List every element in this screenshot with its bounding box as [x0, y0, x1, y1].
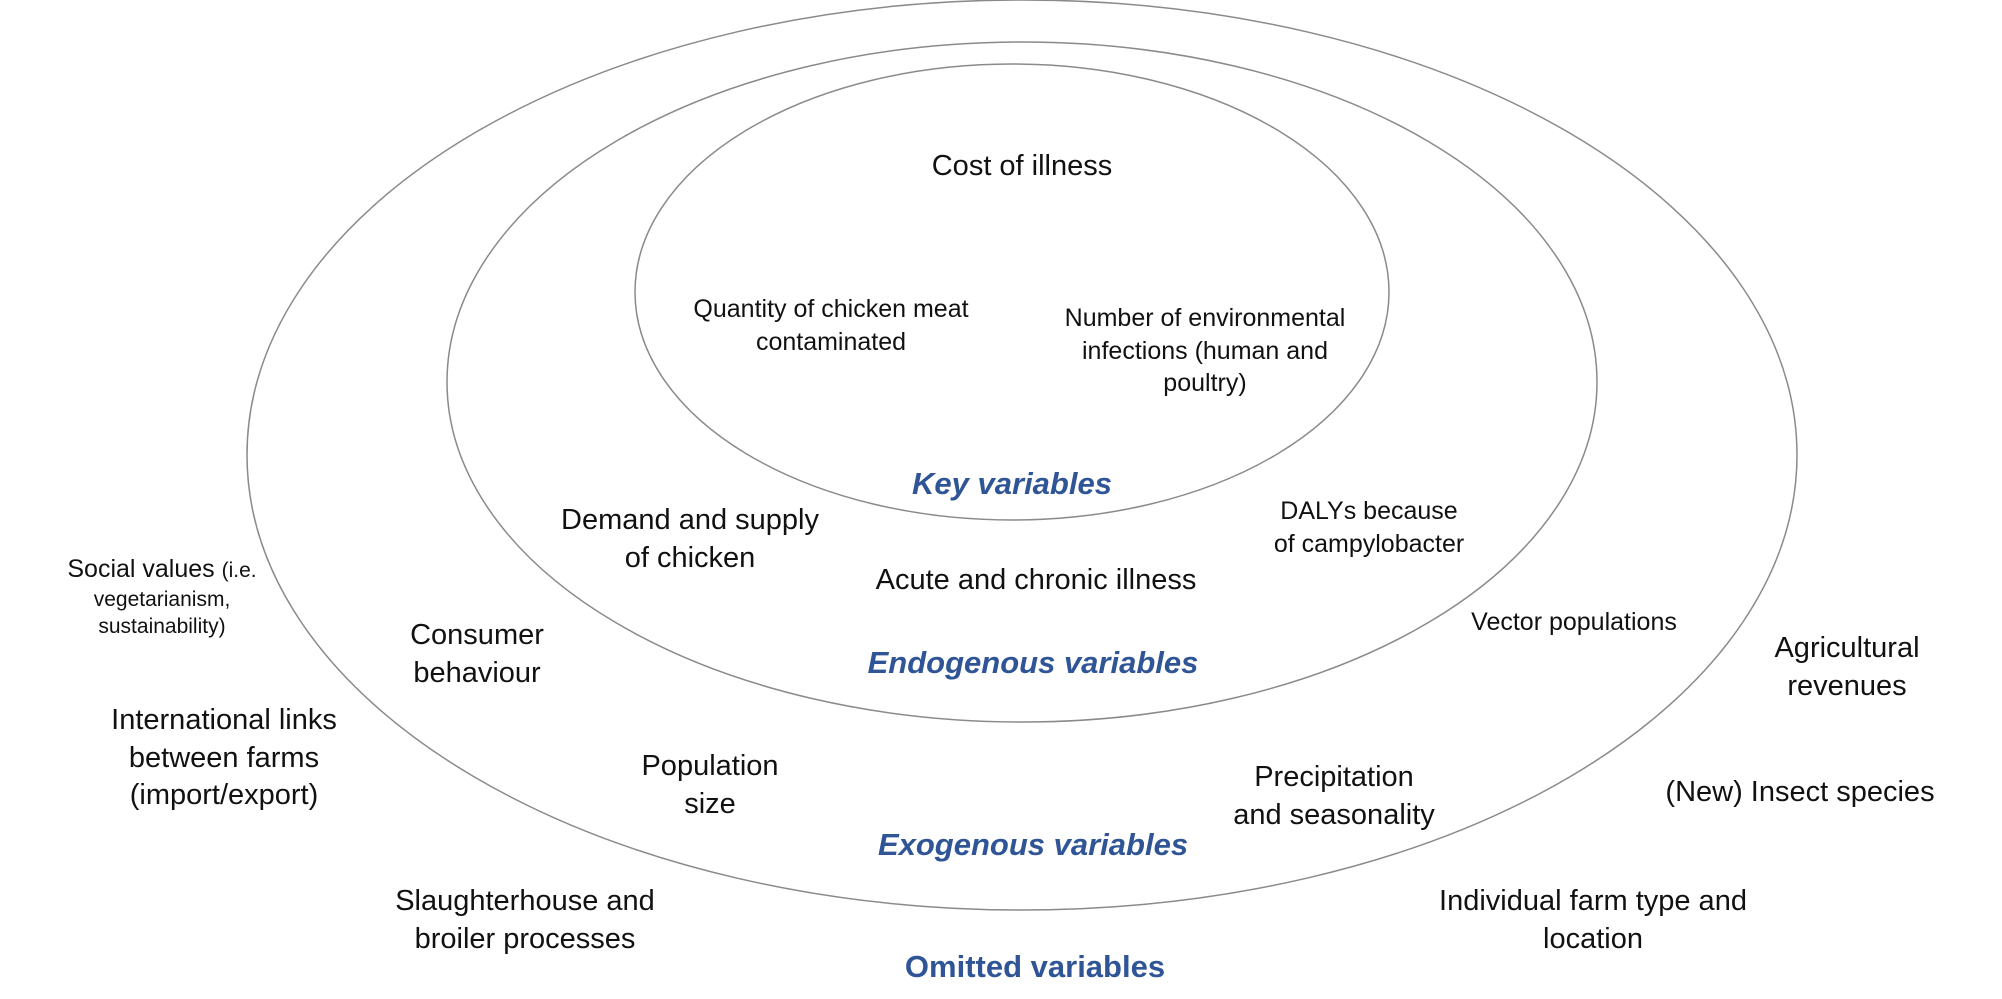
social-values-label: Social values (i.e. vegetarianism, susta…	[67, 555, 257, 638]
endogenous-variables-label: Endogenous variables	[867, 645, 1199, 680]
acute-chronic-label: Acute and chronic illness	[875, 564, 1197, 596]
cost-of-illness-label: Cost of illness	[931, 150, 1113, 182]
exogenous-ring	[246, 0, 1798, 911]
omitted-variables-label: Omitted variables	[904, 949, 1166, 984]
vector-populations-label: Vector populations	[1471, 608, 1677, 636]
exogenous-variables-label: Exogenous variables	[877, 827, 1189, 862]
key-variables-label: Key variables	[912, 466, 1112, 501]
endogenous-ring	[446, 41, 1598, 723]
key-ring	[634, 63, 1390, 521]
insect-species-label: (New) Insect species	[1665, 776, 1935, 808]
